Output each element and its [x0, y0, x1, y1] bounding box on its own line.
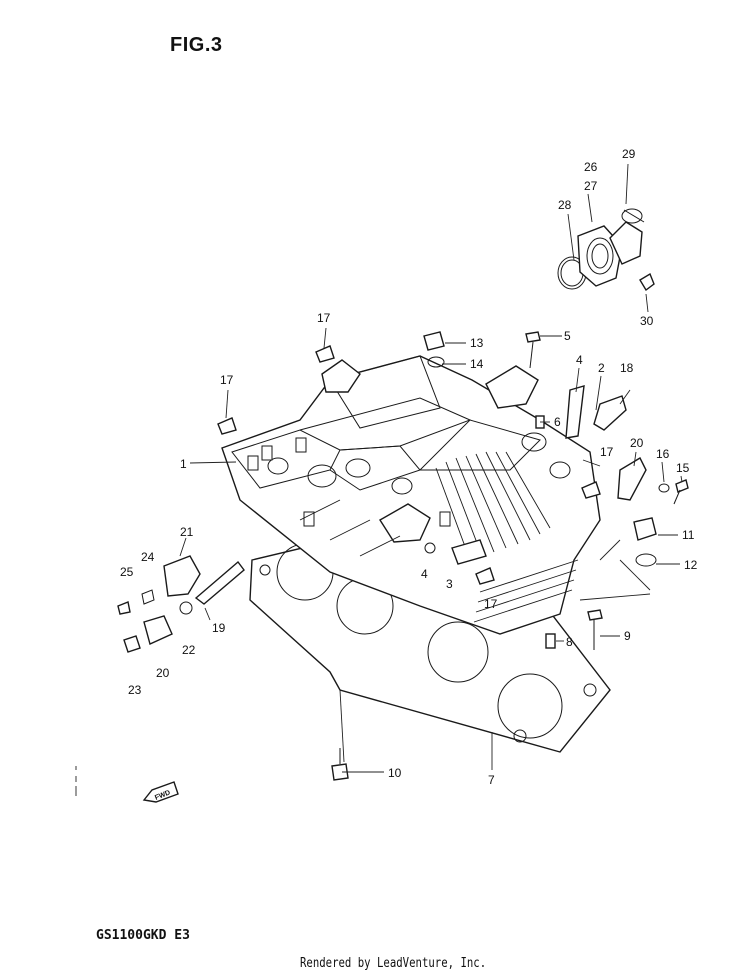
cap-23 — [123, 635, 141, 653]
callout-17b: 17 — [220, 373, 234, 387]
plug-17a — [315, 345, 335, 363]
callout-16: 16 — [656, 447, 670, 461]
cylinder-head — [221, 355, 601, 635]
callout-21: 21 — [180, 525, 194, 539]
bolt-10 — [331, 763, 349, 781]
clip-24 — [141, 589, 155, 605]
callout-22: 22 — [182, 643, 196, 657]
fwd-arrow — [142, 781, 179, 803]
callout-17d: 17 — [484, 597, 498, 611]
screw-25 — [117, 601, 131, 615]
callout-3: 3 — [446, 577, 453, 591]
bolt-5 — [525, 331, 541, 343]
cap-nut-11 — [633, 517, 657, 541]
dowel-8 — [545, 633, 556, 649]
housing-21 — [163, 555, 201, 597]
model-code: GS1100GKD E3 — [96, 928, 190, 943]
callout-24: 24 — [141, 550, 155, 564]
washer-16 — [658, 483, 670, 493]
callout-1: 1 — [180, 457, 187, 471]
intake-screw — [639, 272, 655, 292]
spark-plug-20 — [617, 457, 647, 501]
washer-22 — [179, 601, 193, 615]
small-parts — [117, 331, 689, 803]
callout-27: 27 — [584, 179, 598, 193]
plug-17b — [217, 417, 237, 435]
intake-pipe-assembly — [557, 208, 655, 292]
callout-17c: 17 — [600, 445, 614, 459]
intake-clamp — [621, 208, 643, 224]
callout-20b: 20 — [156, 666, 170, 680]
bolt-9 — [587, 609, 603, 621]
callout-29: 29 — [622, 147, 636, 161]
callout-11: 11 — [682, 528, 695, 542]
callout-5: 5 — [564, 329, 571, 343]
callout-23: 23 — [128, 683, 142, 697]
callout-2: 2 — [598, 361, 605, 375]
tach-drive-19 — [194, 560, 245, 605]
callout-7: 7 — [488, 773, 495, 787]
screw-15 — [675, 479, 689, 493]
plug-17d — [475, 567, 495, 585]
callout-15: 15 — [676, 461, 690, 475]
callout-6: 6 — [554, 415, 561, 429]
spark-plug-18 — [593, 395, 627, 431]
callout-20a: 20 — [630, 436, 644, 450]
cap-nut-13 — [423, 331, 445, 351]
callout-17a: 17 — [317, 311, 331, 325]
callout-12: 12 — [684, 558, 698, 572]
leader-lines — [179, 163, 683, 773]
washer-14 — [427, 356, 445, 368]
callout-26: 26 — [584, 160, 598, 174]
render-credit: Rendered by LeadVenture, Inc. — [300, 956, 487, 971]
callout-9: 9 — [624, 629, 631, 643]
callout-10: 10 — [388, 766, 402, 780]
callout-4a: 4 — [576, 353, 583, 367]
callout-13: 13 — [470, 336, 484, 350]
plug-17c — [581, 481, 601, 499]
sleeve-20 — [143, 615, 173, 645]
spark-plug-2 — [565, 385, 585, 439]
oring-4 — [424, 542, 436, 554]
callout-14: 14 — [470, 357, 484, 371]
callout-30: 30 — [640, 314, 654, 328]
callout-25: 25 — [120, 565, 134, 579]
callout-19: 19 — [212, 621, 226, 635]
washer-12 — [635, 553, 657, 567]
callout-4b: 4 — [421, 567, 428, 581]
callout-18: 18 — [620, 361, 634, 375]
shaft-3 — [451, 539, 487, 565]
callout-28: 28 — [558, 198, 572, 212]
callout-8: 8 — [566, 635, 573, 649]
figure-title: FIG.3 — [170, 34, 223, 56]
